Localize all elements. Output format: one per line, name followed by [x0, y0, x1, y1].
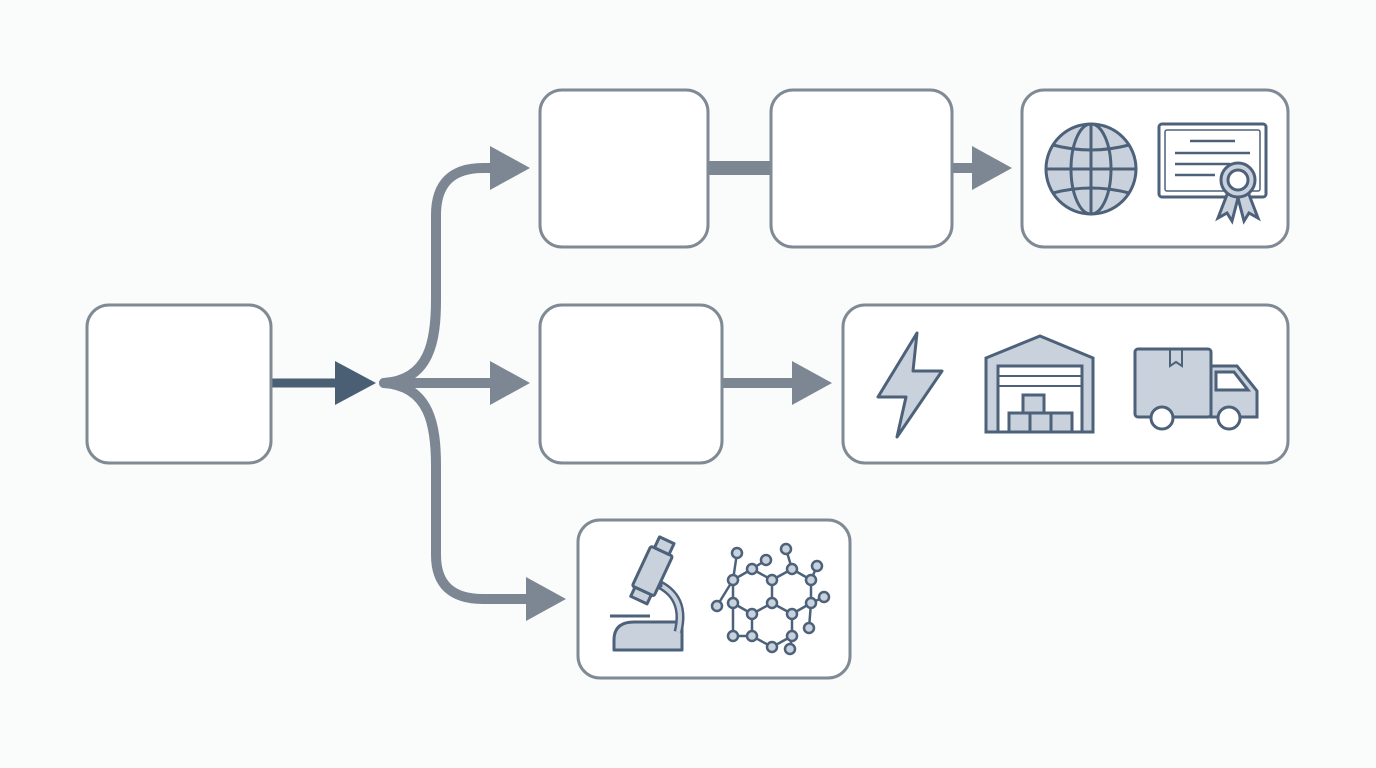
middle-outcome-arrowhead [792, 361, 832, 405]
molecule-icon [710, 542, 831, 656]
lightning-icon [876, 331, 944, 439]
upper-step-1-box [538, 88, 710, 249]
microscope-icon [610, 535, 685, 652]
certificate-icon [1157, 122, 1268, 225]
middle-step-1-box [538, 303, 724, 465]
upper-branch-connector [379, 163, 501, 388]
lower-branch-connector [379, 378, 535, 604]
upper-step-2-box [769, 88, 954, 249]
globe-icon [1044, 122, 1138, 216]
warehouse-icon [984, 334, 1095, 434]
lower-branch-arrowhead [526, 577, 566, 621]
upper-outcome-arrowhead [972, 146, 1012, 190]
middle-branch-arrowhead [490, 361, 530, 405]
primary-arrowhead [335, 361, 376, 405]
connectors [272, 146, 1012, 621]
source-box [85, 303, 273, 465]
truck-icon [1133, 347, 1259, 431]
upper-branch-arrowhead [490, 146, 530, 190]
